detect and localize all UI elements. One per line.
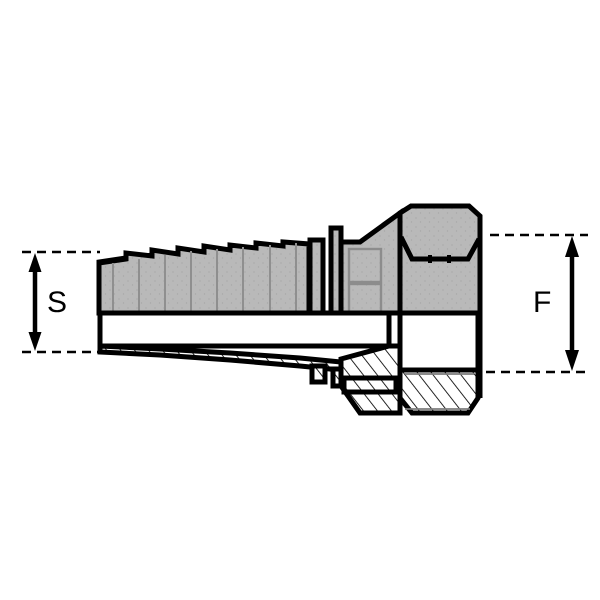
- collar-ring-first: [307, 237, 326, 316]
- bore-cavity-nut-section: [397, 310, 481, 373]
- dimension-label-s: S: [47, 286, 68, 319]
- serration-inner-lines: [112, 243, 297, 311]
- dimension-arrow-f: [565, 236, 579, 371]
- barb-wall-section: [97, 343, 344, 376]
- dimension-label-f: F: [533, 286, 552, 319]
- dimension-extension-lines: [22, 233, 588, 374]
- bore-cavity: [97, 310, 392, 349]
- nut-construction-lines: [405, 373, 474, 410]
- dimension-arrow-s: [28, 253, 42, 351]
- fitting-assembly: [96, 203, 483, 416]
- sealing-lip-detail: [341, 375, 399, 395]
- dimension-arrows: [28, 236, 579, 371]
- collar-lug-first: [309, 363, 328, 385]
- hose-barb-serration-profile: [96, 239, 312, 316]
- hex-flat-division-line: [398, 235, 482, 262]
- hex-nut-lower-section: [397, 367, 481, 416]
- hex-punch-marks: [428, 255, 451, 263]
